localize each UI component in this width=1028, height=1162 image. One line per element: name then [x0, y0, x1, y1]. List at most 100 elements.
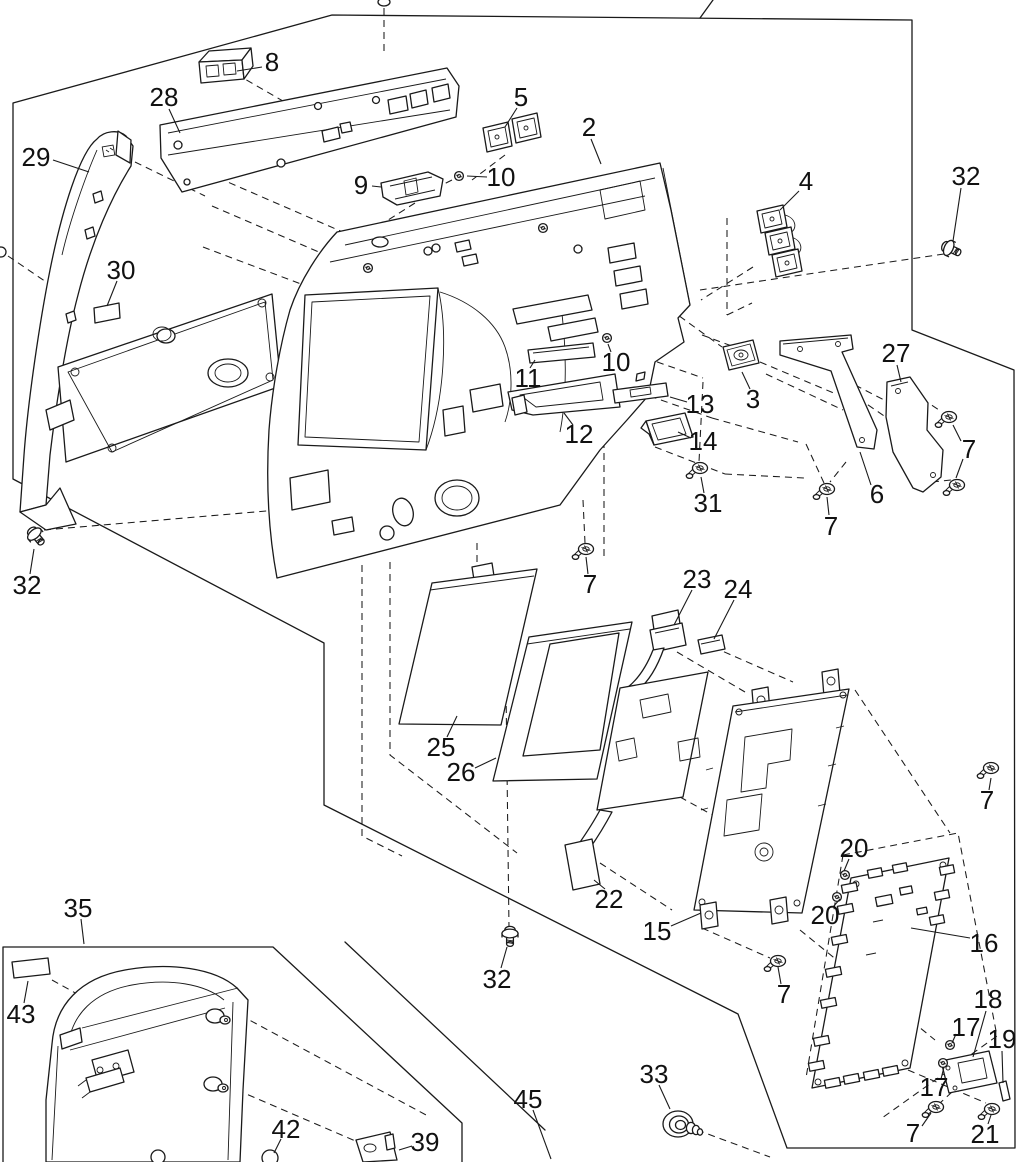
leader-line-20-30 — [844, 859, 849, 871]
callout-18-34: 18 — [974, 984, 1003, 1014]
part-23-connector — [650, 610, 686, 652]
screw-17-2 — [937, 1057, 949, 1069]
screw-7-3 — [812, 482, 836, 501]
callout-5-4: 5 — [514, 82, 528, 112]
leader-line-20-31 — [833, 899, 840, 907]
part-14-block — [641, 413, 693, 445]
boss-peg — [204, 1077, 228, 1092]
sheet-border — [13, 0, 1015, 1148]
leader-line-3-10 — [742, 372, 750, 389]
leader-line-7-12 — [956, 459, 963, 478]
leader-line-43-41 — [24, 981, 28, 1003]
screw-7-4 — [571, 542, 595, 561]
callout-45-44: 45 — [514, 1084, 543, 1114]
leader-line-21-38 — [988, 1115, 991, 1124]
part-16-pcb — [808, 858, 954, 1088]
part-35-rear-cover — [46, 967, 278, 1162]
screw-top-edge-partial — [378, 0, 390, 6]
screw-10-2 — [601, 332, 613, 344]
callout-15-28: 15 — [643, 916, 672, 946]
leader-line-25-23 — [447, 716, 457, 737]
part-19-strip — [999, 1081, 1010, 1101]
leader-line-24-26 — [714, 600, 734, 639]
leader-line-11-15 — [530, 360, 535, 368]
part-29-side-trim — [20, 131, 133, 530]
part-39-bracket — [356, 1132, 397, 1162]
part-24-clip — [698, 635, 725, 654]
leader-line-7-46 — [989, 778, 991, 790]
callout-8-0: 8 — [265, 47, 279, 77]
callout-7-37: 7 — [906, 1118, 920, 1148]
screw-32-bottom — [501, 925, 519, 948]
screw-31 — [685, 461, 709, 480]
screw-7-2 — [942, 478, 966, 497]
part-26-frame — [493, 622, 632, 781]
leader-line-7-21 — [586, 557, 588, 574]
part-5-switch-caps — [483, 113, 541, 152]
leader-line-13-17 — [670, 397, 687, 402]
part-30-clip — [94, 303, 120, 323]
leader-line-18-34 — [973, 1011, 986, 1057]
callout-20-30: 20 — [840, 833, 869, 863]
callout-32-9: 32 — [952, 161, 981, 191]
leader-line-28-1 — [169, 109, 180, 133]
callout-24-26: 24 — [724, 574, 753, 604]
screw-7-7 — [921, 1100, 945, 1119]
callout-11-15: 11 — [515, 363, 542, 393]
part-42-grommet — [262, 1150, 278, 1162]
callout-3-10: 3 — [746, 384, 760, 414]
part-2-front-cover — [268, 163, 690, 578]
leader-line-7-37 — [922, 1113, 931, 1126]
leader-line-7-32 — [778, 967, 781, 984]
callout-27-11: 27 — [882, 338, 911, 368]
callout-14-18: 14 — [689, 426, 718, 456]
callout-17-36: 17 — [920, 1072, 949, 1102]
part-43-label — [12, 958, 50, 978]
leader-line-35-40 — [81, 919, 84, 944]
grommet-33 — [662, 1110, 704, 1138]
screw-7-5 — [976, 761, 1000, 780]
leader-line-10-6 — [467, 176, 487, 177]
callout-16-29: 16 — [970, 928, 999, 958]
callout-10-6: 10 — [487, 162, 516, 192]
leader-line-32-45 — [501, 947, 507, 968]
top-edge-leader-stub — [700, 0, 713, 18]
callout-20-31: 20 — [811, 900, 840, 930]
callout-42-42: 42 — [272, 1114, 301, 1144]
fasteners — [0, 0, 1001, 1138]
callout-7-12: 7 — [962, 434, 976, 464]
leader-line-4-8 — [780, 191, 799, 210]
callout-39-43: 39 — [411, 1127, 440, 1157]
part-9-bracket — [381, 172, 443, 205]
callout-leaders — [24, 67, 1003, 1159]
inset-box-border — [3, 947, 462, 1162]
leader-line-9-7 — [372, 186, 381, 187]
leader-line-32-22 — [30, 549, 34, 574]
callout-30-3: 30 — [107, 255, 136, 285]
callout-9-7: 9 — [354, 170, 368, 200]
callout-29-2: 29 — [22, 142, 51, 172]
part-28-panel — [160, 68, 459, 192]
leader-line-33-39 — [659, 1085, 670, 1109]
part-12-tray — [508, 374, 620, 415]
leader-line-19-35 — [1002, 1051, 1003, 1083]
part-11-strip — [528, 343, 595, 363]
callout-35-40: 35 — [64, 893, 93, 923]
leader-line-2-5 — [591, 139, 601, 164]
corner-cut-line — [345, 942, 545, 1130]
callout-7-14: 7 — [824, 511, 838, 541]
part-peg — [151, 1150, 165, 1162]
callout-7-32: 7 — [777, 979, 791, 1009]
callout-22-27: 22 — [595, 884, 624, 914]
latch-bracket — [78, 1050, 134, 1098]
callout-32-22: 32 — [13, 570, 42, 600]
screw-20-1 — [839, 869, 851, 881]
leader-line-7-14 — [827, 497, 829, 515]
leader-line-26-24 — [475, 758, 496, 768]
leader-line-39-43 — [399, 1146, 412, 1150]
callout-26-24: 26 — [447, 757, 476, 787]
rear-panel — [46, 294, 281, 462]
